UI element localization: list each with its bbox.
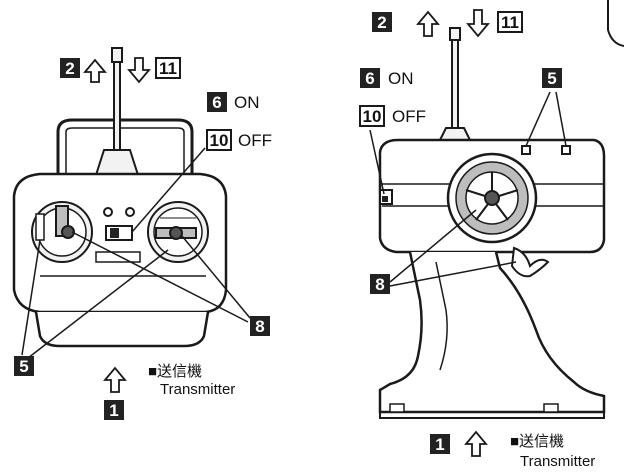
right-battery-tab-2	[561, 145, 571, 155]
right-badges: 2 11 6 ON 10 OFF 5 8 1 ■送信機 Transmitter	[359, 11, 595, 470]
left-transmitter	[12, 47, 228, 348]
right-leader-off	[369, 129, 385, 195]
right-badge-1-text: 1	[435, 435, 444, 454]
right-leader-trim	[389, 209, 477, 283]
right-badge-2	[372, 12, 392, 32]
right-leaders	[369, 91, 567, 287]
left-leader-off	[131, 147, 206, 233]
right-power-knob	[382, 196, 388, 202]
left-off-label: OFF	[238, 131, 272, 150]
edge-fragment	[607, 0, 624, 47]
left-badge-5	[14, 356, 34, 376]
left-leader-batt-a	[21, 239, 41, 356]
right-badge-5-text: 5	[547, 69, 556, 88]
right-antenna	[451, 37, 459, 131]
right-foot-left	[389, 403, 405, 413]
right-badge-11-text: 11	[501, 13, 519, 32]
left-badge-2-text: 2	[65, 59, 74, 78]
left-badges: 2 11 6 ON 10 OFF 8 5 1 ■送信機 Transmitter	[14, 57, 272, 420]
right-badge-6-text: 6	[365, 69, 374, 88]
right-base-foot	[379, 412, 605, 419]
right-transmitter-en: Transmitter	[520, 453, 595, 470]
right-transmitter	[378, 27, 606, 419]
left-badge-6-text: 6	[212, 93, 221, 112]
right-arrow-bottom-icon	[464, 430, 488, 457]
right-foot-right	[543, 403, 559, 413]
left-badge-8-text: 8	[255, 317, 264, 336]
right-battery-tab-1	[521, 145, 531, 155]
right-antenna-base	[438, 127, 472, 141]
left-handle	[56, 118, 194, 178]
right-spoke-5	[495, 203, 509, 221]
left-trim-lever	[35, 213, 45, 241]
left-leaders	[21, 147, 251, 359]
right-badge-1	[430, 434, 450, 454]
right-badge-2-text: 2	[377, 13, 386, 32]
right-badge-8-text: 8	[375, 275, 384, 294]
right-transmitter-jp: ■送信機	[510, 433, 564, 450]
right-badge-6	[360, 68, 380, 88]
right-badge-10-text: 10	[363, 107, 382, 126]
left-arrow-down-icon	[127, 57, 151, 84]
right-stick-knob	[169, 226, 183, 240]
right-on-label: ON	[388, 69, 414, 88]
left-leader-batt-b	[27, 249, 169, 359]
left-leader-trim-a	[71, 231, 249, 323]
right-spoke-4	[475, 203, 489, 221]
left-arrow-bottom-icon	[103, 366, 127, 393]
left-on-label: ON	[234, 93, 260, 112]
right-steering-hub	[484, 190, 500, 206]
left-arrows	[83, 57, 151, 393]
left-handle-inner	[65, 127, 185, 178]
right-trigger	[510, 246, 550, 278]
left-arrow-up-icon	[83, 58, 107, 83]
right-leader-batt-b	[555, 91, 567, 147]
left-indicator-1	[103, 207, 113, 217]
left-badge-11	[155, 57, 181, 79]
left-meter	[95, 251, 141, 263]
left-antenna	[113, 59, 121, 161]
right-leader-batt-a	[525, 91, 551, 147]
left-antenna-tip	[111, 47, 123, 63]
right-arrows	[416, 9, 490, 457]
left-badge-1-text: 1	[109, 401, 118, 420]
left-power-knob	[110, 228, 119, 238]
left-antenna-base	[94, 149, 140, 176]
right-badge-10	[359, 105, 385, 127]
left-badge-1	[104, 400, 124, 420]
left-badge-10	[206, 129, 232, 151]
right-badge-8	[370, 274, 390, 294]
left-transmitter-en: Transmitter	[160, 381, 235, 398]
right-off-label: OFF	[392, 107, 426, 126]
left-badge-6	[207, 92, 227, 112]
right-grip	[378, 251, 606, 414]
right-badge-5	[542, 68, 562, 88]
right-spoke-3	[498, 189, 519, 197]
left-indicator-2	[125, 207, 135, 217]
left-leader-trim-b	[181, 235, 251, 319]
left-badge-8	[250, 316, 270, 336]
right-antenna-tip	[449, 27, 461, 41]
right-badge-11	[497, 11, 523, 33]
left-transmitter-jp: ■送信機	[148, 363, 202, 380]
right-arrow-up-icon	[416, 10, 440, 37]
left-grip	[34, 311, 210, 348]
left-stick-knob	[61, 225, 75, 239]
right-grip-line	[435, 261, 448, 371]
left-badge-11-text: 11	[159, 59, 177, 78]
left-badge-2	[60, 58, 80, 78]
right-spoke-2	[465, 189, 486, 197]
left-badge-5-text: 5	[19, 357, 28, 376]
right-arrow-down-icon	[466, 9, 490, 38]
right-leader-trigger	[389, 261, 517, 287]
left-badge-10-text: 10	[210, 131, 229, 150]
